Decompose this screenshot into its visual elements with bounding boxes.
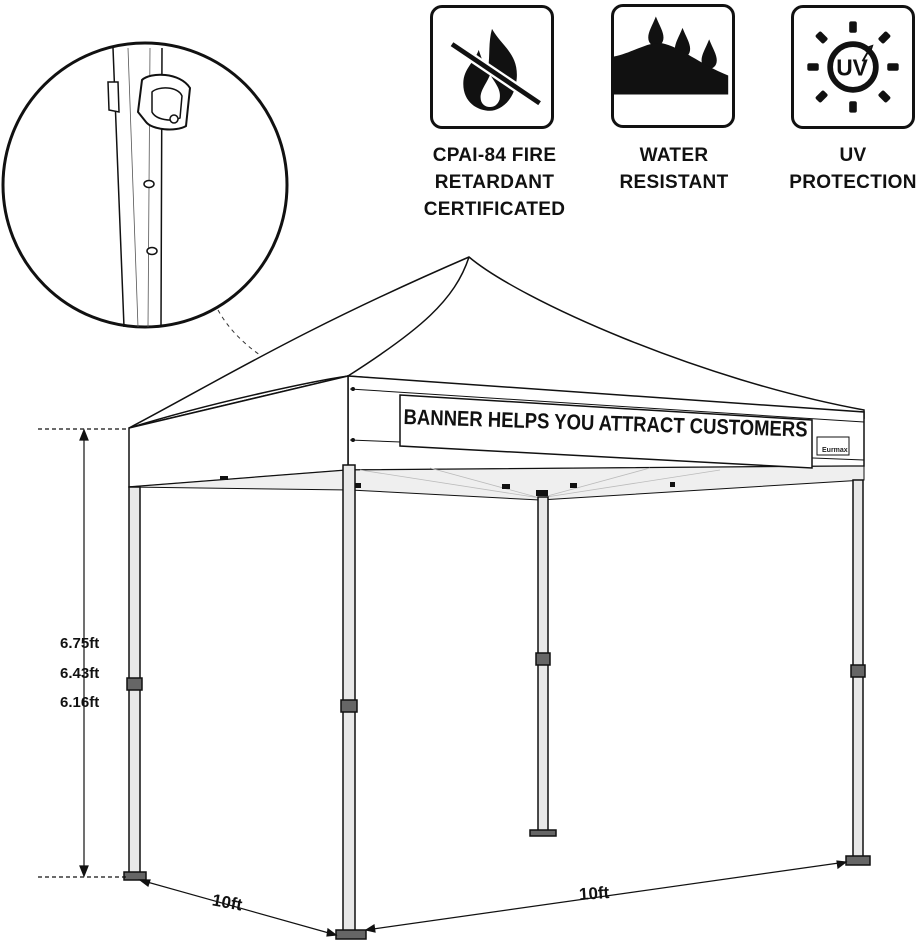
height-dimension xyxy=(38,428,129,878)
width-label-front: 10ft xyxy=(578,882,610,905)
uv-protection-label: UV PROTECTION xyxy=(789,145,917,193)
uv-protection-badge: UV xyxy=(791,5,915,129)
uv-sun-icon: UV xyxy=(807,21,899,113)
height-label-high: 6.75ft xyxy=(60,635,100,652)
leg-detail-magnifier xyxy=(1,41,289,329)
water-drops-icon xyxy=(614,16,729,95)
banner-text: BANNER HELPS YOU ATTRACT CUSTOMERS xyxy=(403,405,808,442)
banner-panel xyxy=(399,394,813,469)
height-label-mid: 6.43ft xyxy=(60,665,100,682)
water-resistant-label: WATER RESISTANT xyxy=(619,145,729,193)
height-label-low: 6.16ft xyxy=(60,694,100,711)
fire-retardant-badge xyxy=(430,5,554,129)
brand-logo xyxy=(816,436,850,456)
water-resistant-badge xyxy=(611,4,735,128)
canopy-roof xyxy=(128,256,865,501)
canopy-legs xyxy=(123,464,871,940)
width-dimensions xyxy=(138,860,848,937)
fire-retardant-label: CPAI-84 FIRE RETARDANT CERTIFICATED xyxy=(423,145,566,220)
no-fire-icon xyxy=(449,28,543,111)
brand-label: Eurmax xyxy=(822,447,848,454)
